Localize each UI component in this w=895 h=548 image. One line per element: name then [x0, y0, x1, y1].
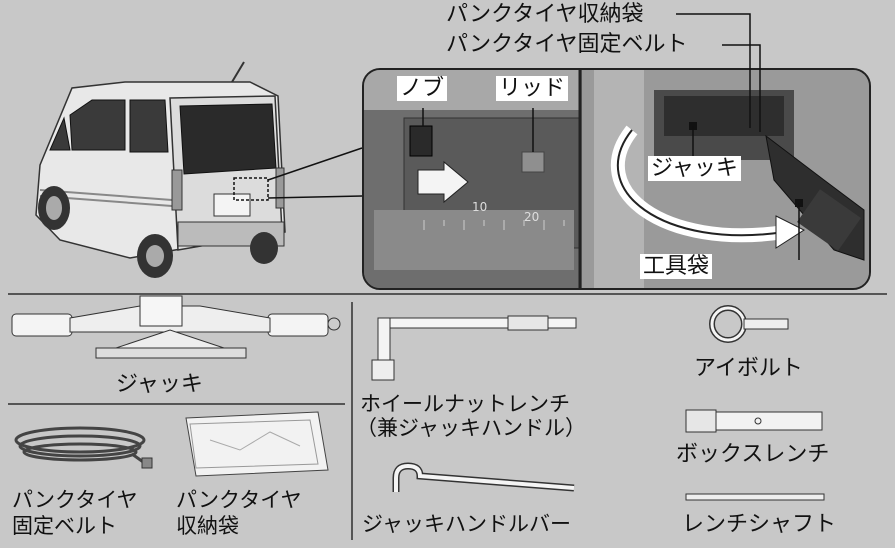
jack-label: ジャッキ [116, 372, 203, 397]
scale-10-label: 10 [472, 200, 488, 214]
flat-tire-belt-callout: パンクタイヤ固定ベルト [446, 32, 688, 57]
box-wrench-label: ボックスレンチ [676, 442, 830, 467]
wheel-nut-wrench-label-1: ホイールナットレンチ [360, 392, 570, 416]
tool-bag-label: 工具袋 [640, 254, 713, 280]
jack-handle-bar-icon [392, 462, 575, 492]
eye-bolt-icon [709, 305, 789, 343]
flat-tire-bag-icon [185, 411, 329, 477]
flat-tire-belt-label-1: パンクタイヤ [12, 488, 138, 512]
lid-label: リッド [496, 76, 569, 102]
eye-bolt-label: アイボルト [694, 356, 803, 381]
van-body [35, 61, 286, 278]
jack-photo-label: ジャッキ [648, 156, 741, 182]
flat-tire-bag-label-1: パンクタイヤ [176, 488, 302, 512]
knob-label: ノブ [397, 76, 448, 102]
jack-icon [11, 295, 341, 359]
scale-20-label: 20 [524, 210, 540, 224]
wheel-nut-wrench-icon [371, 315, 577, 381]
wrench-shaft-label: レンチシャフト [682, 512, 837, 537]
flat-tire-bag-callout: パンクタイヤ収納袋 [446, 2, 644, 27]
box-wrench-icon [685, 409, 823, 433]
flat-tire-bag-label-2: 収納袋 [176, 514, 239, 538]
wrench-shaft-icon [685, 493, 825, 501]
flat-tire-belt-label-2: 固定ベルト [12, 514, 117, 538]
jack-handle-bar-label: ジャッキハンドルバー [362, 512, 571, 536]
flat-tire-belt-icon [14, 426, 153, 469]
wheel-nut-wrench-label-2: （兼ジャッキハンドル） [356, 416, 586, 440]
